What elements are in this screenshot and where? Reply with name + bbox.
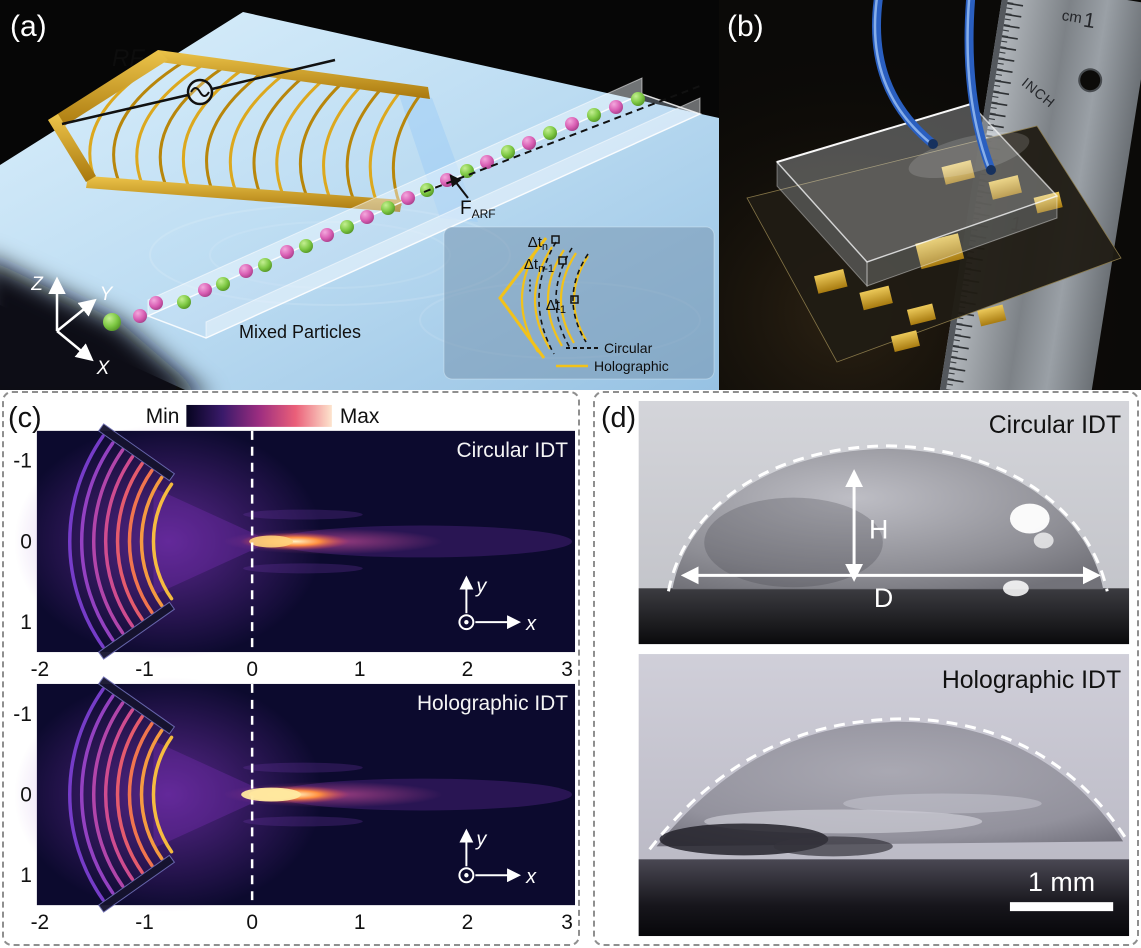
y-tick-labels: -1 0 1	[13, 703, 32, 887]
svg-text:1: 1	[354, 658, 366, 681]
gold-idt	[48, 50, 430, 212]
height-label: H	[869, 514, 888, 544]
droplet-photo-circular: H D Circular IDT	[638, 400, 1130, 645]
svg-text:1: 1	[20, 611, 32, 634]
svg-text:-2: -2	[31, 911, 50, 934]
svg-text:-1: -1	[135, 658, 154, 681]
y-tick-labels: -1 0 1	[13, 450, 32, 634]
coordinate-axes: Z Y X	[30, 274, 113, 379]
x-tick-labels: -2 -1 0 1 2 3	[31, 658, 573, 681]
ruler-cm-number: 1	[1082, 9, 1097, 34]
colorbar-min-label: Min	[146, 405, 180, 428]
inset-legend: Circular Holographic	[556, 340, 669, 374]
ruler-cm-label: cm	[1061, 7, 1083, 27]
panel-d: H D Circular IDT Holographic IDT 1 mm	[593, 391, 1139, 946]
scale-bar-line	[1009, 902, 1114, 912]
force-label: FARF	[460, 198, 496, 221]
svg-text:2: 2	[462, 911, 474, 934]
alignment-dashed-line	[423, 85, 701, 193]
droplet-outline-dashed	[666, 444, 1109, 592]
svg-text:-1: -1	[13, 450, 32, 473]
legend-circular-label: Circular	[604, 340, 653, 356]
heatmap-holographic: Holographic IDT y x -1 0 1 -2 -1 0 1 2 3	[13, 677, 575, 934]
panel-c-plots: (c) Min Max Circular IDT y x -1 0 1 -2	[8, 402, 578, 934]
heatmap-holographic-title: Holographic IDT	[417, 692, 568, 715]
svg-text:0: 0	[20, 530, 32, 553]
holographic-electrode-outline	[498, 237, 548, 359]
colorbar-gradient	[186, 404, 332, 427]
pdms-chamber	[775, 103, 1059, 288]
droplet-photo-holographic: Holographic IDT 1 mm	[638, 654, 1131, 937]
svg-text:1: 1	[20, 864, 32, 887]
timing-inset: Δtn Δtn-1 ⋮ Δt1 Circular Holographic	[443, 226, 715, 380]
svg-text:3: 3	[561, 658, 573, 681]
axis-x-label: X	[96, 358, 111, 379]
delta-t-1-label: Δt1	[546, 297, 566, 316]
ruler-hole	[1078, 68, 1103, 93]
delta-t-n-label: Δtn	[528, 234, 548, 253]
svg-text:-2: -2	[31, 658, 50, 681]
substrate-shadow	[638, 588, 1130, 645]
x-tick-labels: -2 -1 0 1 2 3	[31, 911, 573, 934]
force-annotation: FARF	[449, 174, 496, 221]
panel-d-photos: H D Circular IDT Holographic IDT 1 mm	[601, 400, 1131, 937]
svg-text:0: 0	[20, 784, 32, 807]
svg-text:1: 1	[354, 911, 366, 934]
axis-y-label: y	[474, 828, 487, 850]
acoustic-beam	[398, 92, 478, 222]
heatmap-circular: Circular IDT y x -1 0 1 -2 -1 0 1 2 3	[13, 424, 575, 681]
channel-near-wall	[205, 97, 701, 339]
scale-bar-label: 1 mm	[1028, 867, 1095, 897]
colorbar-max-label: Max	[340, 405, 380, 428]
axis-z-label: Z	[30, 274, 44, 295]
substrate-shadow	[638, 859, 1130, 937]
tubing	[872, 0, 996, 175]
delta-t-dots: ⋮	[523, 277, 538, 294]
svg-text:0: 0	[246, 658, 258, 681]
mixed-particles-label: Mixed Particles	[239, 322, 361, 342]
droplet-outline-dashed	[648, 717, 1131, 851]
axis-x-label: x	[525, 866, 537, 888]
rf-source: RF	[61, 45, 336, 126]
specular-highlight	[1009, 503, 1050, 534]
panel-c-label: (c)	[8, 402, 42, 434]
photo-holographic-title: Holographic IDT	[942, 666, 1121, 694]
ruler-major-ticks	[943, 0, 1025, 390]
panel-c: (c) Min Max Circular IDT y x -1 0 1 -2	[2, 391, 580, 946]
device-substrate	[746, 125, 1122, 363]
heatmap-circular-title: Circular IDT	[457, 439, 569, 462]
axis-x-label: x	[525, 613, 537, 635]
panel-b-label: (b)	[727, 10, 764, 43]
svg-text:2: 2	[462, 658, 474, 681]
photo-circular-title: Circular IDT	[989, 411, 1121, 439]
holographic-focus-spot	[241, 787, 301, 802]
panel-b: cm 1 INCH 1	[719, 0, 1141, 390]
svg-text:-1: -1	[13, 703, 32, 726]
panel-a: RF	[0, 0, 719, 390]
diameter-label: D	[874, 583, 893, 613]
scale-bar: 1 mm	[1009, 867, 1114, 912]
panel-a-label: (a)	[10, 10, 47, 43]
panel-b-photo: cm 1 INCH 1	[719, 0, 1141, 390]
colorbar: Min Max	[146, 405, 380, 428]
legend-holographic-label: Holographic	[594, 358, 669, 374]
axis-y-label: Y	[100, 284, 114, 305]
svg-text:-1: -1	[135, 911, 154, 934]
axis-y-label: y	[474, 575, 487, 597]
svg-text:3: 3	[561, 911, 573, 934]
delta-t-n1-label: Δtn-1	[524, 256, 554, 275]
svg-text:0: 0	[246, 911, 258, 934]
droplet-dome	[672, 448, 1104, 590]
panel-a-schematic: RF	[0, 0, 719, 390]
rf-label: RF	[112, 45, 145, 72]
panel-d-label: (d)	[601, 402, 636, 434]
